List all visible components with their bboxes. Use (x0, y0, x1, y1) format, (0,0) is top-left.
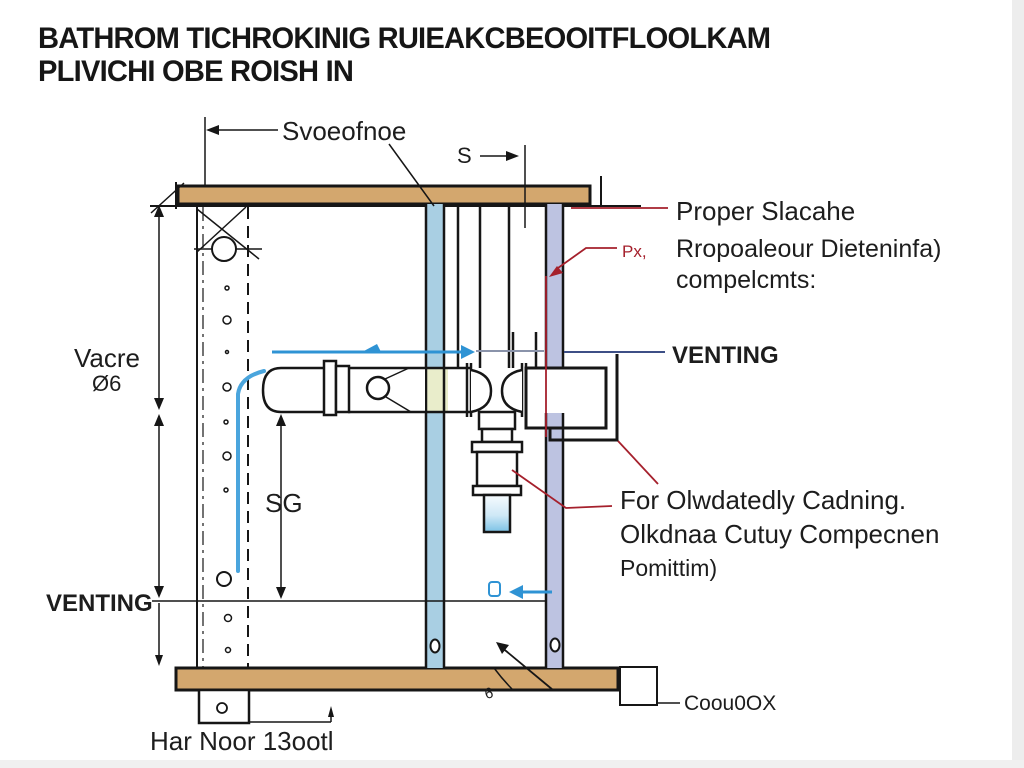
vent-elbow (524, 354, 619, 442)
flow-arrow-right (461, 345, 475, 359)
cleanout-label-1: For Olwdatedly Cadning. (620, 485, 906, 515)
blue-stud-pipe (424, 204, 448, 668)
cleanout-label-2: Olkdnaa Cutuy Compecnen (620, 519, 939, 549)
drain-pipe (261, 354, 619, 442)
vacre-size-label: Ø6 (92, 371, 121, 396)
conduit-label: Coou0OX (684, 692, 776, 715)
grain-arrow (496, 642, 554, 691)
cleanout-label-3: Pomittim) (620, 555, 717, 581)
top-label-leader (388, 143, 435, 207)
cleanout-symbol (365, 367, 412, 413)
stud-holes (216, 285, 233, 654)
slope-label: Proper Slacahe (676, 196, 855, 226)
right-edge-shade (1012, 0, 1024, 768)
trap-valve (470, 410, 524, 534)
trap-leader (511, 469, 613, 509)
pipe-coupling (322, 359, 338, 417)
brace-detail (194, 206, 262, 262)
elbow-leader (617, 440, 659, 485)
floor-label: Har Noor 13ootl (150, 726, 334, 756)
flow-lines (236, 344, 665, 599)
flow-arrow-left (509, 585, 523, 599)
page-title: BATHROM TICHROKINIG RUIEAKCBEOOITFLOOLKA… (38, 22, 771, 88)
vacre-label: Vacre (74, 343, 140, 373)
top-beam (150, 176, 641, 214)
wall-stud (194, 206, 262, 668)
dimension-lines (152, 117, 546, 662)
tee-fitting (465, 363, 528, 417)
flow-symbol-icon (488, 581, 501, 597)
venting-left-label: VENTING (46, 590, 153, 617)
dimension-arrowheads (154, 125, 519, 666)
title-line2: PLIVICHI OBE ROISH IN (38, 55, 354, 88)
water-line (236, 369, 266, 573)
vent-elbow-fill (526, 368, 606, 428)
title-line1: BATHROM TICHROKINIG RUIEAKCBEOOITFLOOLKA… (38, 22, 771, 55)
component-label-2: compelcmts: (676, 266, 816, 294)
wood-grain-mark (493, 667, 514, 691)
bottom-edge-shade (0, 760, 1024, 768)
px-label: Px, (622, 242, 647, 261)
sg-label: SG (265, 488, 303, 518)
s-dim-label: S (457, 143, 472, 168)
red-leaders (511, 207, 668, 509)
px-leader (557, 247, 617, 269)
conduit-box (619, 666, 658, 706)
venting-right-label: VENTING (672, 342, 779, 369)
grain-number: 6 (483, 684, 495, 703)
trap-water (482, 493, 512, 534)
top-pipe-label: Svoeofnoe (282, 116, 406, 146)
vent-stack (456, 205, 538, 368)
component-label-1: Rropoaleour Dieteninfa) (676, 235, 941, 263)
bottom-beam (174, 642, 680, 725)
